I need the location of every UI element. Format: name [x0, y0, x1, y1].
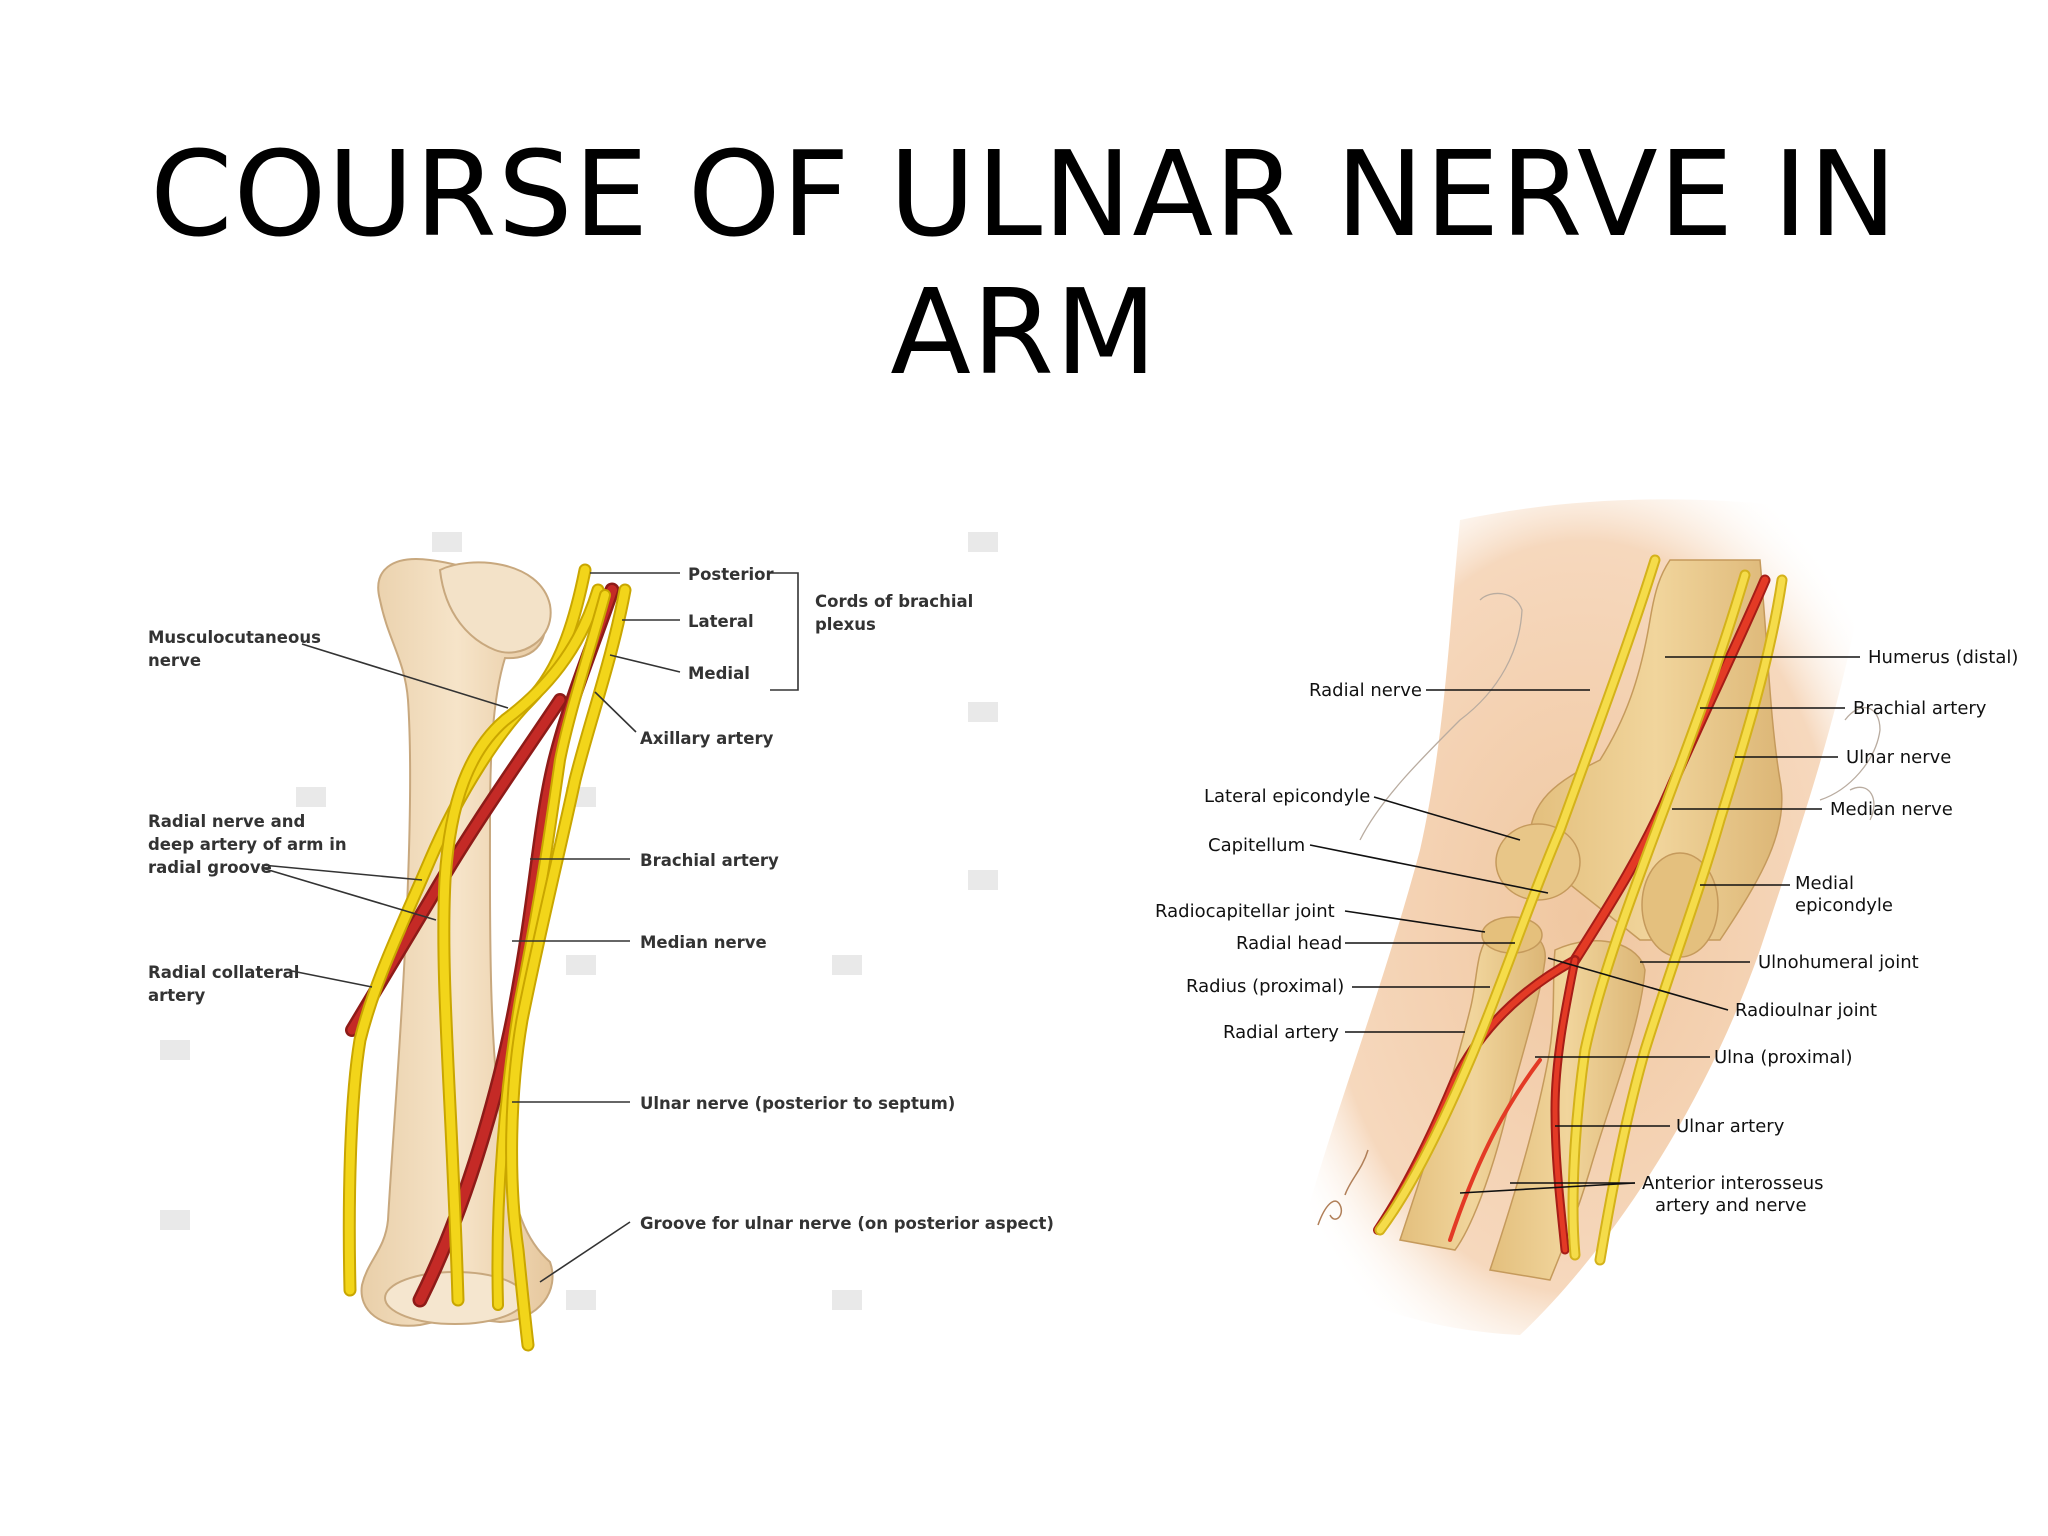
hand-outline-sketch: [1359, 592, 1881, 841]
label-interosseus-line1: Anterior interosseus: [1642, 1173, 1824, 1194]
label-ulna-proximal: Ulna (proximal): [1714, 1047, 1853, 1068]
label-medial-line1: Medial: [1795, 873, 1854, 894]
label-ulnar-nerve-septum: Ulnar nerve (posterior to septum): [640, 1094, 955, 1113]
label-radial-collateral-line1: Radial collateral: [148, 963, 299, 982]
label-radial-head: Radial head: [1236, 933, 1342, 954]
label-ulnar-artery: Ulnar artery: [1676, 1116, 1785, 1137]
label-radial-collateral-line2: artery: [148, 986, 205, 1005]
label-radial-nerve-line1: Radial nerve and: [148, 812, 305, 831]
right-leader-lines: [1309, 656, 1860, 1194]
label-brachial-artery: Brachial artery: [640, 851, 779, 870]
label-humerus-distal: Humerus (distal): [1868, 647, 2018, 668]
label-lateral-epicondyle: Lateral epicondyle: [1204, 786, 1370, 807]
label-capitellum: Capitellum: [1208, 835, 1305, 856]
label-posterior: Posterior: [688, 565, 774, 584]
left-leader-lines: [261, 572, 799, 1283]
label-radial-nerve-right: Radial nerve: [1309, 680, 1422, 701]
label-radial-artery: Radial artery: [1223, 1022, 1339, 1043]
label-brachial-artery-right: Brachial artery: [1853, 698, 1987, 719]
label-musculocutaneous-line1: Musculocutaneous: [148, 628, 321, 647]
label-radiocapitellar-joint: Radiocapitellar joint: [1155, 901, 1335, 922]
label-radius-proximal: Radius (proximal): [1186, 976, 1344, 997]
label-radial-nerve-line3: radial groove: [148, 858, 272, 877]
label-musculocutaneous-line2: nerve: [148, 651, 201, 670]
label-groove-ulnar-nerve: Groove for ulnar nerve (on posterior asp…: [640, 1214, 1054, 1233]
label-median-nerve-right: Median nerve: [1830, 799, 1953, 820]
label-medial-line2: epicondyle: [1795, 895, 1893, 916]
slide-title: COURSE OF ULNAR NERVE IN ARM: [150, 125, 1898, 401]
right-elbow-diagram: Radial nerve Lateral epicondyle Capitell…: [1155, 499, 2018, 1336]
label-lateral: Lateral: [688, 612, 754, 631]
label-axillary-artery: Axillary artery: [640, 729, 774, 748]
label-ulnar-nerve-right: Ulnar nerve: [1846, 747, 1951, 768]
label-median-nerve: Median nerve: [640, 933, 767, 952]
label-radial-nerve-line2: deep artery of arm in: [148, 835, 347, 854]
right-nerves: [1374, 554, 1788, 1266]
label-ulnohumeral-joint: Ulnohumeral joint: [1758, 952, 1919, 973]
humerus-head: [438, 561, 552, 654]
left-nerves: [342, 563, 632, 1352]
label-radioulnar-joint: Radioulnar joint: [1735, 1000, 1877, 1021]
artist-signature: [1317, 1149, 1369, 1226]
label-interosseus-line2: artery and nerve: [1655, 1195, 1807, 1216]
label-cords-line2: plexus: [815, 615, 876, 634]
label-cords-line1: Cords of brachial: [815, 592, 973, 611]
label-medial: Medial: [688, 664, 750, 683]
left-arm-diagram: Posterior Lateral Medial Cords of brachi…: [148, 532, 1054, 1352]
interosseus-artery: [1448, 1058, 1542, 1242]
